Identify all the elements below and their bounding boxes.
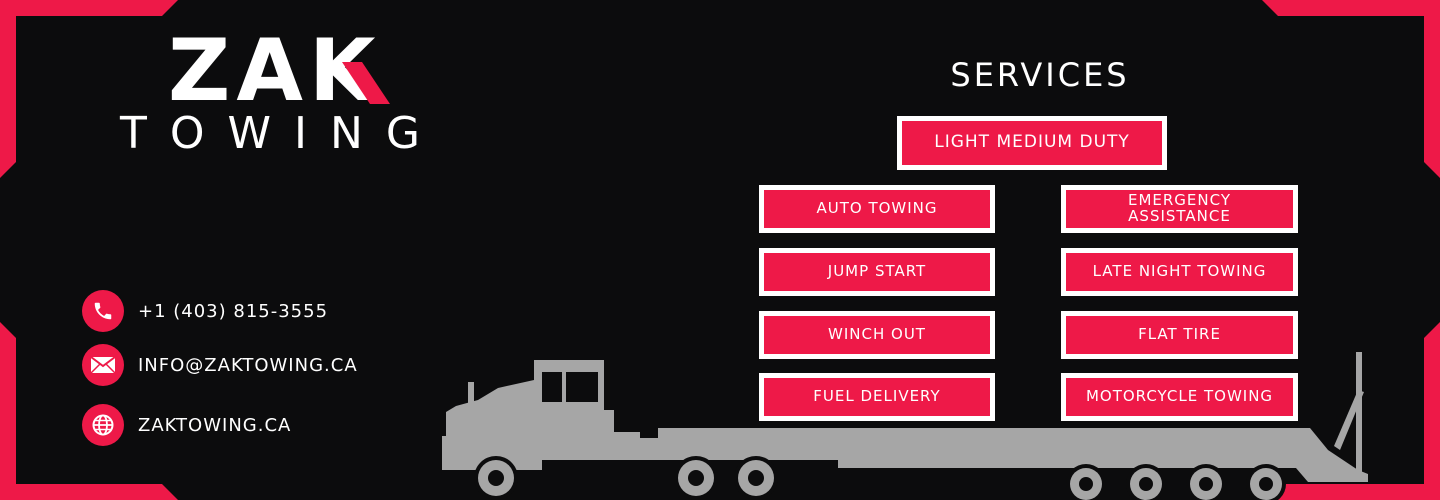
- corner-accent-top-right: [1262, 0, 1440, 178]
- service-fuel-delivery[interactable]: FUEL DELIVERY: [759, 373, 995, 421]
- flatbed-truck-illustration: [442, 352, 1368, 500]
- email-address: INFO@ZAKTOWING.CA: [138, 354, 358, 376]
- service-light-medium-duty[interactable]: LIGHT MEDIUM DUTY: [897, 116, 1167, 170]
- contact-website[interactable]: ZAKTOWING.CA: [82, 404, 291, 446]
- website-url: ZAKTOWING.CA: [138, 414, 292, 436]
- service-flat-tire[interactable]: FLAT TIRE: [1061, 311, 1298, 359]
- service-winch-out[interactable]: WINCH OUT: [759, 311, 995, 359]
- services-heading: SERVICES: [950, 56, 1130, 94]
- logo-wordmark-towing: TOWING: [120, 108, 444, 159]
- contact-email[interactable]: INFO@ZAKTOWING.CA: [82, 344, 358, 386]
- service-emergency-assistance[interactable]: EMERGENCY ASSISTANCE: [1061, 185, 1298, 233]
- envelope-icon: [82, 344, 124, 386]
- phone-icon: [82, 290, 124, 332]
- service-auto-towing[interactable]: AUTO TOWING: [759, 185, 995, 233]
- contact-phone[interactable]: +1 (403) 815-3555: [82, 290, 328, 332]
- logo-accent-mark: [342, 62, 390, 104]
- logo-wordmark-zak: ZAK: [168, 21, 382, 121]
- service-jump-start[interactable]: JUMP START: [759, 248, 995, 296]
- phone-number: +1 (403) 815-3555: [138, 300, 329, 322]
- service-late-night-towing[interactable]: LATE NIGHT TOWING: [1061, 248, 1298, 296]
- service-motorcycle-towing[interactable]: MOTORCYCLE TOWING: [1061, 373, 1298, 421]
- globe-icon: [82, 404, 124, 446]
